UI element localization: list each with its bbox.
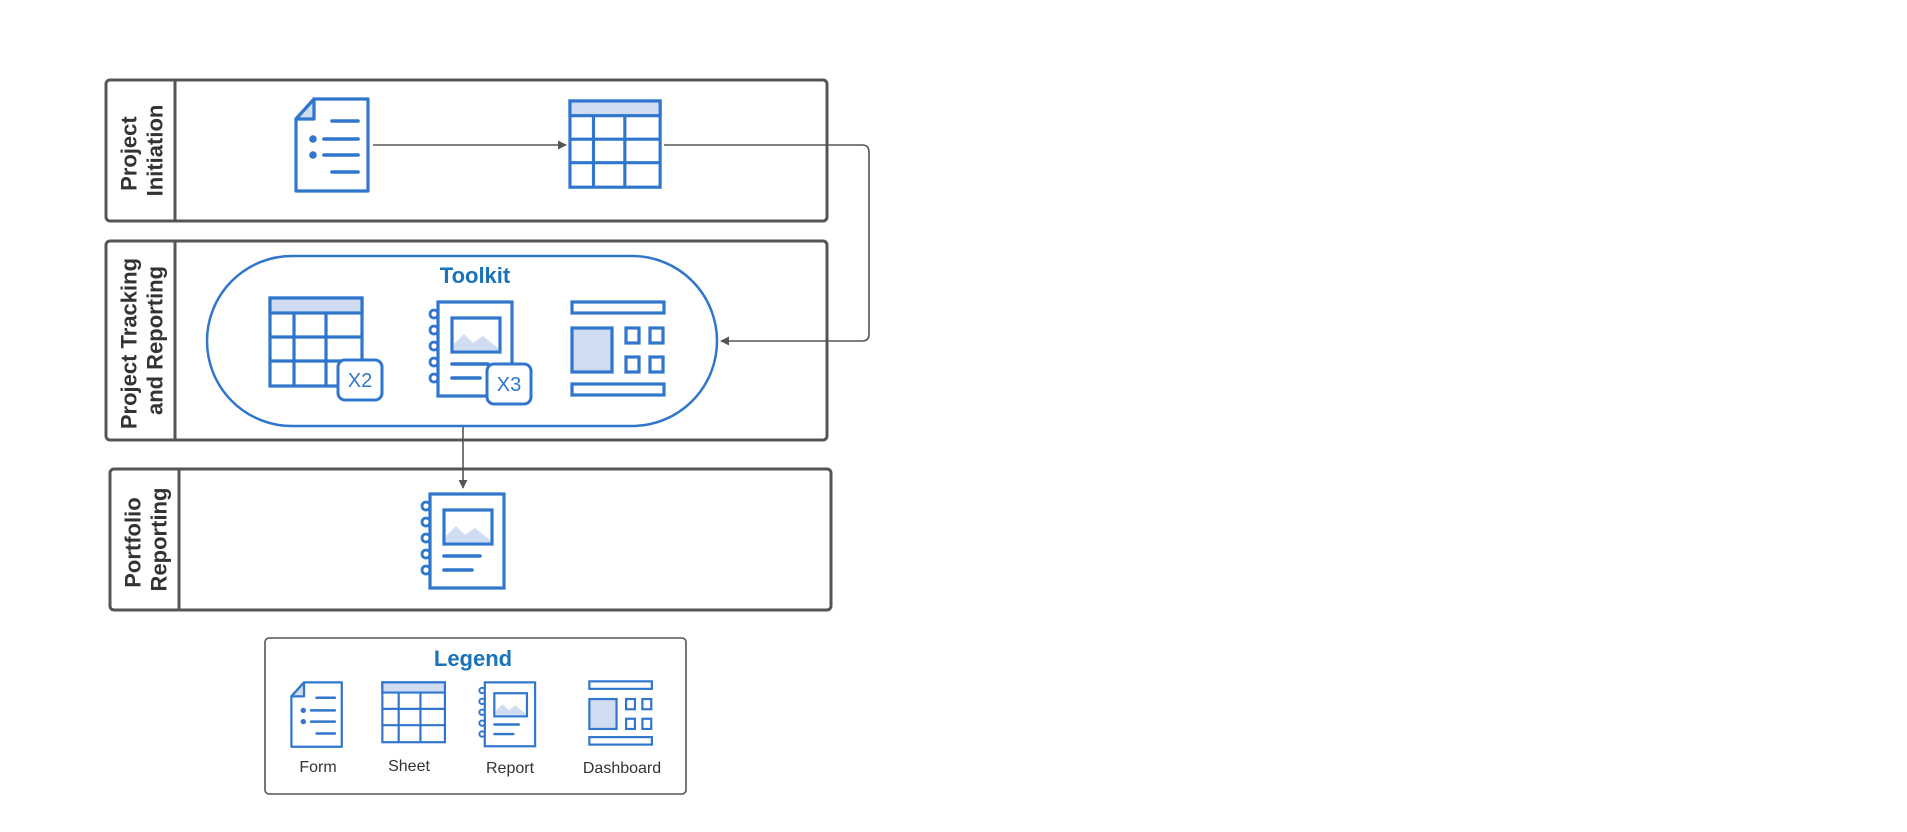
report-multiplier-label: X3 [497, 374, 521, 396]
portfolio-report-icon [420, 492, 506, 590]
toolkit-title: Toolkit [440, 263, 511, 288]
legend-label-dashboard: Dashboard [583, 760, 661, 777]
connector-sheet-to-toolkit [664, 144, 870, 346]
lane-label-project-initiation: Project Initiation [117, 105, 168, 197]
form-icon [294, 97, 370, 193]
legend-report-icon [478, 681, 537, 748]
connectors [373, 140, 870, 489]
legend-label-report: Report [486, 760, 535, 777]
legend-label-form: Form [299, 759, 336, 776]
report-multiplier-badge: X3 [485, 362, 533, 406]
legend: Legend Form Sheet Report Dashboard [264, 637, 687, 795]
legend-box [264, 637, 687, 795]
sheet-multiplier-label: X2 [348, 370, 372, 392]
legend-sheet-icon [381, 681, 447, 744]
legend-title: Legend [434, 646, 512, 671]
lane-label-portfolio-reporting: Portfolio Reporting [121, 488, 172, 592]
sheet-multiplier-badge: X2 [336, 358, 384, 402]
sheet-icon [568, 99, 662, 189]
legend-label-sheet: Sheet [388, 758, 430, 775]
lane-project-initiation: Project Initiation [104, 78, 829, 223]
lane-label-project-tracking: Project Tracking and Reporting [117, 252, 168, 429]
legend-form-icon [290, 681, 344, 749]
